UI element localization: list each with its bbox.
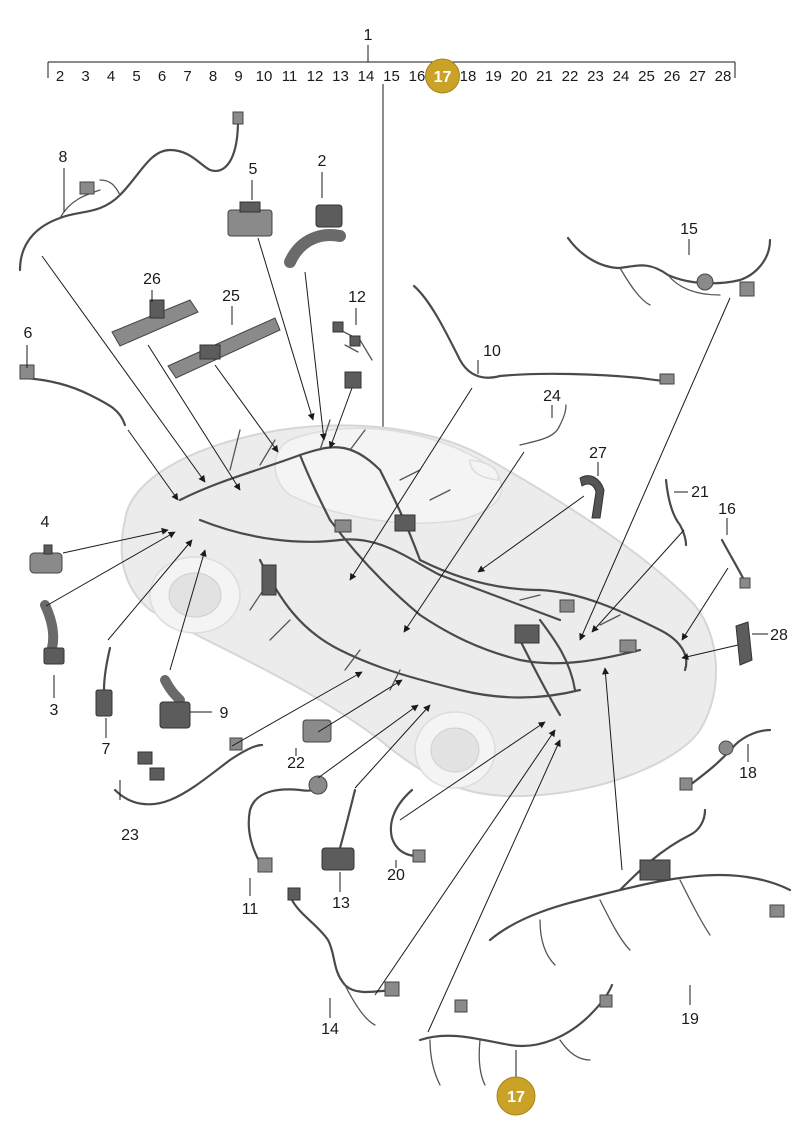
part-21-connector [302,719,332,743]
callout-5: 5 [249,161,258,178]
callout-labels: 8 5 2 26 25 12 6 10 15 24 27 21 16 28 4 … [24,149,788,1038]
part-5-sensor [227,201,273,237]
callout-23: 23 [121,827,139,844]
callout-3: 3 [50,702,59,719]
callout-22: 20 [387,867,405,884]
part-20-hose [664,478,688,547]
callout-11: 11 [242,901,259,918]
part-9-sensor [159,675,191,729]
part-15-harness [566,236,772,306]
part-8-sensor [95,646,113,717]
scale-number-15: 15 [383,68,400,85]
scale-number-12: 12 [307,68,324,85]
scale-number-19: 19 [485,68,502,85]
scale-number-26: 26 [664,68,681,85]
part-7-harness [18,111,244,272]
callout-17-badge: 17 [496,1076,536,1116]
scale-number-22: 22 [562,68,579,85]
scale-number-2: 2 [56,68,64,85]
part-4-sensor [29,544,63,574]
callout-17-label: 17 [507,1089,525,1106]
scale-number-28: 28 [715,68,732,85]
part-26-bracket [111,299,199,347]
callout-9: 9 [220,705,229,722]
callout-14: 14 [321,1021,339,1038]
scale-number-6: 6 [158,68,166,85]
callout-18: 18 [739,765,757,782]
part-17-harness [418,983,614,1086]
scale-number-4: 4 [107,68,115,85]
part-11-harness [247,775,328,873]
part-12-connectors [332,321,373,389]
main-harness [178,419,688,717]
callout-21: 22 [287,755,305,772]
callout-15: 15 [680,221,698,238]
scale-number-11: 11 [282,68,298,85]
part-3-connector [40,600,65,665]
part-18-harness [679,728,772,791]
scale-number-21: 21 [536,68,553,85]
scale-number-14: 14 [358,68,375,85]
scale-number-10: 10 [256,68,273,85]
scale-number-8: 8 [209,68,217,85]
part-16-hose [720,538,751,589]
scale-highlight-label: 17 [434,69,452,86]
callout-10: 10 [483,343,501,360]
leader-lines [26,168,768,1078]
vehicle-silhouette [120,424,717,798]
scale-number-24: 24 [613,68,630,85]
part-2-connector-hose [284,204,346,268]
callout-13: 13 [332,895,350,912]
scale-number-7: 7 [183,68,191,85]
callout-28: 28 [770,627,788,644]
scale-number-20: 20 [511,68,528,85]
callout-7: 8 [59,149,68,166]
part-22-hose [389,788,426,863]
part-23-harness [113,737,264,806]
part-19-harness [488,808,792,966]
part-10-harness [412,284,675,385]
scale-number-3: 3 [81,68,89,85]
part-28-bracket [735,621,753,666]
part-24-harness [519,404,567,446]
part-14-harness [287,887,400,1026]
scale-number-5: 5 [132,68,140,85]
scale-number-25: 25 [638,68,655,85]
callout-8: 7 [102,741,111,758]
scale-number-18: 18 [460,68,477,85]
callout-27: 27 [589,445,607,462]
scale-number-23: 23 [587,68,604,85]
callout-25: 25 [222,288,240,305]
callout-19: 19 [681,1011,699,1028]
top-label-1: 1 [364,27,373,44]
callout-16: 16 [718,501,736,518]
callout-4: 4 [41,514,50,531]
part-25-bracket [167,317,281,379]
scale-number-27: 27 [689,68,706,85]
scale-number-9: 9 [234,68,242,85]
callout-26: 26 [143,271,161,288]
callout-20: 21 [691,484,709,501]
scale-number-13: 13 [332,68,349,85]
scale-number-16: 16 [409,68,426,85]
callout-24: 24 [543,388,561,405]
part-27-bracket [579,475,605,519]
scale-highlight-17: 17 [425,58,460,94]
callout-6: 6 [24,325,33,342]
callout-2: 2 [318,153,327,170]
callout-12: 12 [348,289,366,306]
part-6-harness [19,364,127,427]
part-13-hose [321,788,357,871]
